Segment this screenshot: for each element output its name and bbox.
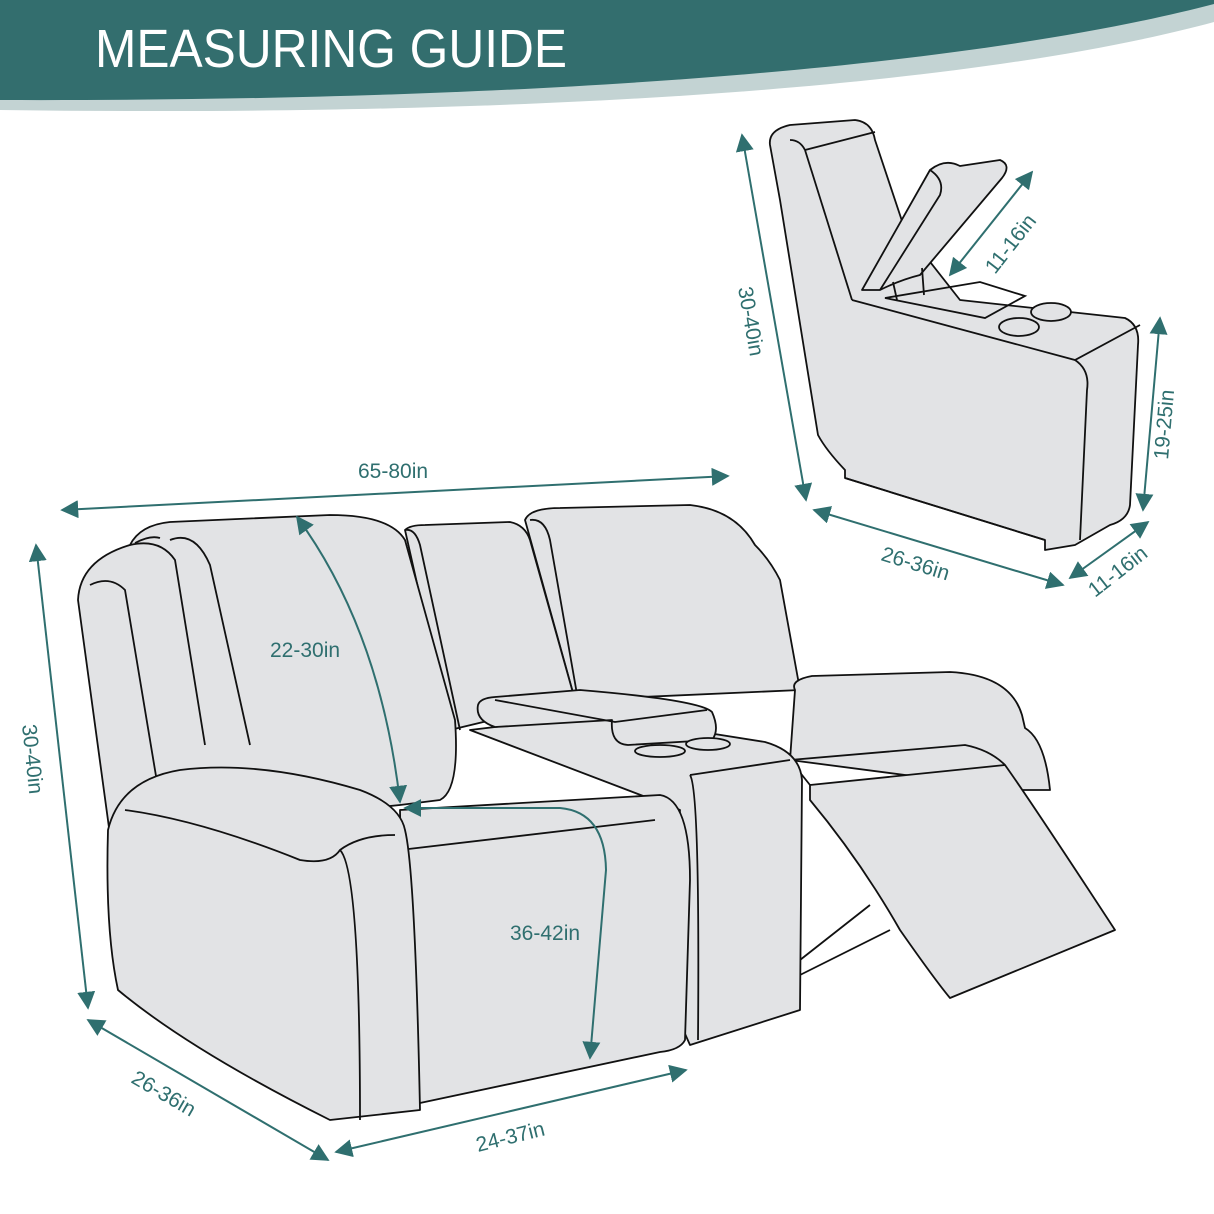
banner-shape: [0, 0, 1214, 112]
side-depth-label: 26-36in: [128, 1066, 200, 1121]
overall-width-label: 65-80in: [358, 460, 428, 483]
overall-height-label: 30-40in: [17, 723, 47, 795]
header-banner: MEASURING GUIDE: [0, 0, 1214, 120]
console-width-label: 11-16in: [1084, 542, 1152, 602]
seat-depth-label: 36-42in: [510, 922, 580, 945]
loveseat-illustration: [77, 504, 1116, 1121]
console-arm-height-label: 19-25in: [1150, 389, 1179, 461]
seat-width-label: 24-37in: [474, 1118, 548, 1157]
console-height-label: 30-40in: [733, 285, 768, 358]
console-lid-width-label: 11-16in: [981, 210, 1041, 278]
console-illustration: [768, 119, 1141, 551]
backrest-height-label: 22-30in: [270, 639, 340, 662]
page-title: MEASURING GUIDE: [95, 19, 568, 79]
